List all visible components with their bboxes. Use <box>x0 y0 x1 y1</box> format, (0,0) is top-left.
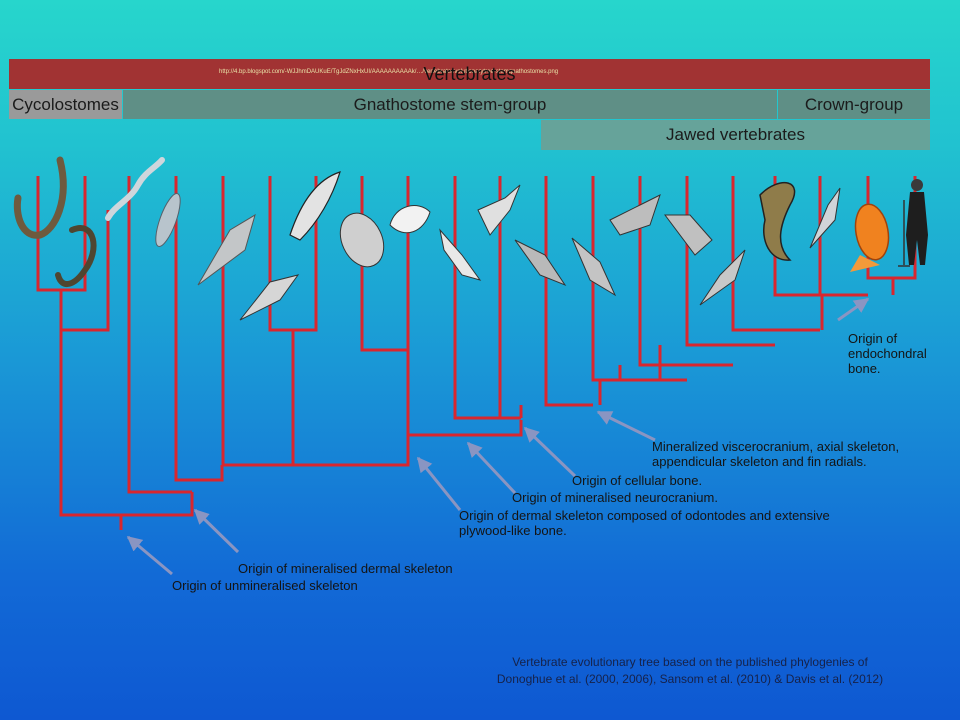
figure-caption: Vertebrate evolutionary tree based on th… <box>496 655 884 686</box>
viscerocranium-annotation: Mineralized viscerocranium, axial skelet… <box>652 439 900 469</box>
unmineralised-annotation: Origin of unmineralised skeleton <box>172 578 358 593</box>
antiarch-icon <box>389 205 431 234</box>
arthrodire-icon <box>439 228 482 281</box>
jawed-vertebrates-band: Jawed vertebrates <box>541 120 930 150</box>
neurocranium-annotation: Origin of mineralised neurocranium. <box>512 490 718 505</box>
vertebrates-label: Vertebrates <box>423 63 516 84</box>
dermal-skeleton-annotation: Origin of mineralised dermal skeleton <box>238 561 453 576</box>
sarcopterygian-icon <box>664 214 713 256</box>
cyclostomes-band: Cycolostomes <box>9 90 122 119</box>
human-head-icon <box>911 179 923 191</box>
actinopterygian-icon <box>609 194 661 236</box>
cyclostomes-label: Cycolostomes <box>12 94 119 114</box>
crown-group-band: Crown-group <box>778 90 930 119</box>
endochondral-annotation: Origin of endochondral bone. <box>848 331 927 376</box>
acanthodian-icon <box>477 184 521 236</box>
human-icon <box>906 192 928 265</box>
early-osteichthyan-icon <box>571 237 617 297</box>
vertebrates-banner: http://4.bp.blogspot.com/-WJJhmDAUKuE/Tg… <box>9 59 930 89</box>
placoderm-icon <box>339 212 385 268</box>
gnathostome-stem-band: Gnathostome stem-group <box>123 90 777 119</box>
osteostracan-icon <box>289 171 341 241</box>
heterostracan-icon <box>197 213 256 286</box>
hagfish-icon <box>55 225 97 287</box>
goldfish-tail-icon <box>850 255 880 272</box>
teleost-icon <box>809 187 841 249</box>
gnathostome-stem-label: Gnathostome stem-group <box>353 94 547 114</box>
jawed-vertebrates-label: Jawed vertebrates <box>666 125 805 144</box>
annotation-arrows <box>126 297 870 576</box>
galeaspid-icon <box>239 274 300 321</box>
goldfish-icon <box>854 203 890 261</box>
source-url: http://4.bp.blogspot.com/-WJJhmDAUKuE/Tg… <box>219 69 559 75</box>
shark-icon <box>759 181 796 261</box>
cellular-bone-annotation: Origin of cellular bone. <box>572 473 703 488</box>
lamprey-icon <box>13 156 67 239</box>
crown-group-label: Crown-group <box>804 94 904 114</box>
microphone-stand-icon <box>898 200 910 267</box>
organism-illustrations <box>13 156 928 321</box>
chondrichthyan-icon <box>514 239 567 287</box>
dermal-odontodes-annotation: Origin of dermal skeleton composed of od… <box>459 508 830 538</box>
eel-icon <box>105 157 165 221</box>
lobe-fin-icon <box>699 249 746 306</box>
anaspid-icon <box>155 193 181 247</box>
